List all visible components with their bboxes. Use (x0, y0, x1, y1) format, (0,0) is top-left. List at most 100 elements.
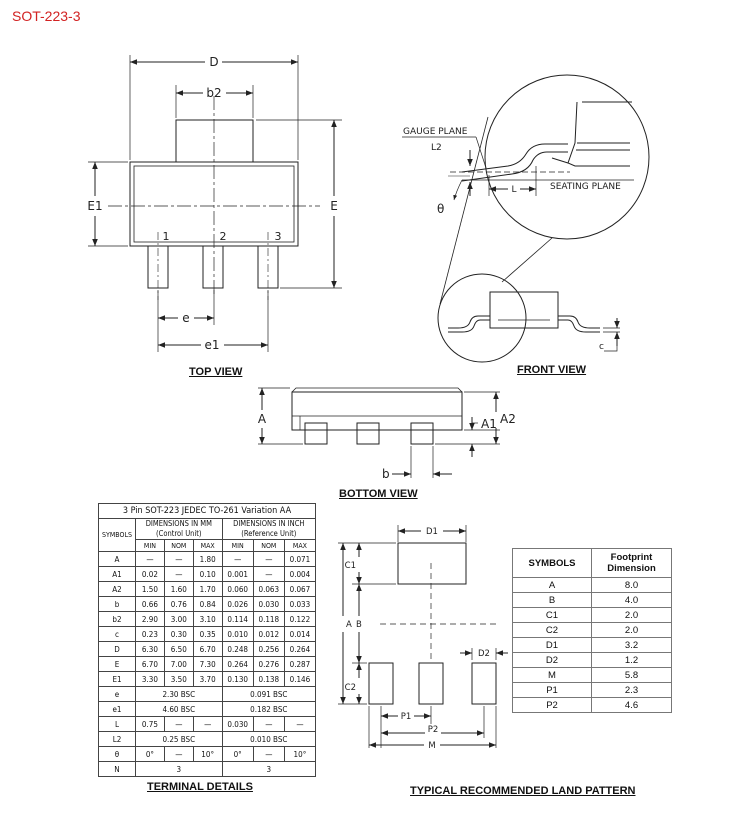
inch-header-2: (Reference Unit) (241, 529, 297, 538)
dim-row-value: 0.014 (283, 626, 317, 642)
dim-sub-header: MIN (221, 539, 254, 552)
fp-row-symbol: C1 (512, 607, 592, 623)
fp-row-value: 4.6 (591, 697, 672, 713)
dim-row-value: — (135, 551, 165, 567)
dim-table-title: 3 Pin SOT-223 JEDEC TO-261 Variation AA (98, 503, 316, 519)
dim-row-symbol: b (98, 596, 136, 612)
dim-row-symbol: e1 (98, 701, 136, 717)
dim-label-c: c (599, 342, 604, 352)
dim-row-symbol: e (98, 686, 136, 702)
dim-sub-header: MIN (135, 539, 165, 552)
dim-row-value: 0.010 (221, 626, 254, 642)
dim-row-value: 0.287 (283, 656, 317, 672)
dim-row-value: — (163, 551, 194, 567)
dim-label-e1: e1 (204, 338, 219, 352)
dim-row-value: 0° (221, 746, 254, 762)
land-label-C2: C2 (345, 683, 356, 693)
dim-label-L: L (511, 185, 516, 195)
land-label-B: B (356, 620, 362, 630)
dim-row-inch: 0.010 BSC (221, 731, 317, 747)
dim-row-value: 0.026 (221, 596, 254, 612)
dim-table-symbols-header: SYMBOLS (98, 518, 136, 552)
dim-row-symbol: N (98, 761, 136, 777)
dim-label-theta: θ (437, 202, 444, 216)
dim-row-value: 3.70 (192, 671, 223, 687)
dim-row-value: 0.10 (192, 566, 223, 582)
dim-row-inch: 0.091 BSC (221, 686, 317, 702)
dim-row-value: 3.30 (135, 671, 165, 687)
dim-row-value: 6.30 (135, 641, 165, 657)
land-label-A: A (346, 620, 352, 630)
mm-header-2: (Control Unit) (156, 529, 202, 538)
dim-row-symbol: A (98, 551, 136, 567)
caption-front-view: FRONT VIEW (517, 364, 587, 376)
land-label-M: M (428, 741, 435, 751)
dim-sub-header: MAX (283, 539, 317, 552)
dim-label-A1: A1 (481, 417, 497, 431)
dim-row-value: 0.264 (283, 641, 317, 657)
dim-row-value: 0.248 (221, 641, 254, 657)
dim-row-value: — (252, 551, 285, 567)
dim-row-symbol: E (98, 656, 136, 672)
top-view (88, 55, 342, 352)
dim-row-value: 0.75 (135, 716, 165, 732)
mm-header-1: DIMENSIONS IN MM (145, 519, 212, 528)
dim-row-value: 10° (192, 746, 223, 762)
dim-row-value: 0.76 (163, 596, 194, 612)
dim-row-value: 2.90 (135, 611, 165, 627)
dim-row-value: 6.70 (135, 656, 165, 672)
dim-row-value: 0.012 (252, 626, 285, 642)
dim-row-value: — (252, 716, 285, 732)
dim-row-value: — (163, 566, 194, 582)
dim-label-b2: b2 (206, 86, 221, 100)
dim-row-value: 0.66 (135, 596, 165, 612)
dim-row-value: 0.067 (283, 581, 317, 597)
dim-sub-header: MAX (192, 539, 223, 552)
dim-row-value: 0.23 (135, 626, 165, 642)
dim-row-value: 6.70 (192, 641, 223, 657)
dimension-table: 3 Pin SOT-223 JEDEC TO-261 Variation AA … (98, 503, 317, 777)
tab-lead (175, 119, 254, 163)
dim-row-value: 0.114 (221, 611, 254, 627)
dim-table-row: A——1.80——0.071 (98, 551, 317, 567)
dim-row-value: 0.30 (163, 626, 194, 642)
dim-row-value: 0.030 (252, 596, 285, 612)
dim-row-value: 0.033 (283, 596, 317, 612)
dim-row-symbol: θ (98, 746, 136, 762)
land-pattern (338, 525, 508, 748)
dim-row-value: 0.030 (221, 716, 254, 732)
caption-bottom-view: BOTTOM VIEW (339, 488, 418, 500)
dim-label-E: E (330, 199, 338, 213)
dim-row-value: — (163, 746, 194, 762)
fp-row-value: 2.0 (591, 622, 672, 638)
pad-2 (418, 662, 444, 705)
fp-dim-header-2: Dimension (607, 563, 656, 574)
dim-row-symbol: c (98, 626, 136, 642)
dim-row-value: 7.00 (163, 656, 194, 672)
dim-row-value: 3.10 (192, 611, 223, 627)
dim-row-symbol: L (98, 716, 136, 732)
front-view (402, 74, 650, 363)
dim-row-value: 7.30 (192, 656, 223, 672)
dim-row-mm: 0.25 BSC (135, 731, 223, 747)
seating-plane-label: SEATING PLANE (550, 182, 621, 192)
bottom-view (258, 387, 500, 478)
land-label-P2: P2 (428, 725, 439, 735)
dim-row-value: — (163, 716, 194, 732)
